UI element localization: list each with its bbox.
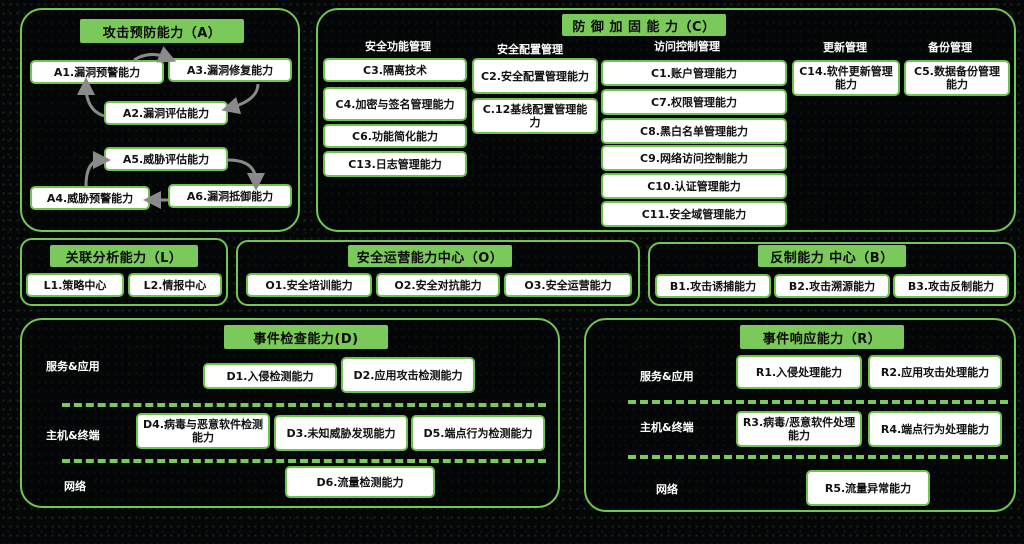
- node-a2[interactable]: A2.漏洞评估能力: [104, 101, 228, 125]
- node-c13[interactable]: C13.日志管理能力: [323, 151, 467, 177]
- node-r1[interactable]: R1.入侵处理能力: [736, 355, 862, 389]
- node-c12[interactable]: C.12基线配置管理能力: [472, 98, 598, 134]
- node-d2[interactable]: D2.应用攻击检测能力: [341, 357, 475, 393]
- row-divider: [62, 403, 546, 407]
- row-divider: [628, 400, 1008, 404]
- node-c7[interactable]: C7.权限管理能力: [601, 89, 787, 115]
- node-r5[interactable]: R5.流量异常能力: [806, 470, 930, 506]
- row-divider: [628, 455, 1008, 459]
- node-c14[interactable]: C14.软件更新管理能力: [792, 60, 900, 96]
- node-a1[interactable]: A1.漏洞预警能力: [30, 60, 164, 84]
- group-label-security-function: 安全功能管理: [365, 40, 431, 53]
- node-o3[interactable]: O3.安全运营能力: [504, 273, 632, 297]
- node-l1[interactable]: L1.策略中心: [26, 273, 124, 297]
- node-c4[interactable]: C4.加密与签名管理能力: [323, 87, 467, 121]
- node-c8[interactable]: C8.黑白名单管理能力: [601, 118, 787, 144]
- node-r4[interactable]: R4.端点行为处理能力: [868, 411, 1002, 447]
- node-c9[interactable]: C9.网络访问控制能力: [601, 145, 787, 171]
- node-r2[interactable]: R2.应用攻击处理能力: [868, 355, 1002, 389]
- panel-title-detection: 事件检查能力(D): [224, 325, 388, 349]
- row-label-service: 服务&应用: [640, 370, 694, 383]
- node-c1[interactable]: C1.账户管理能力: [601, 60, 787, 86]
- node-a5[interactable]: A5.威胁评估能力: [104, 147, 228, 171]
- node-d3[interactable]: D3.未知威胁发现能力: [274, 415, 408, 451]
- panel-title-counter: 反制能力 中心（B）: [758, 245, 906, 267]
- node-r3[interactable]: R3.病毒/恶意软件处理能力: [736, 411, 862, 447]
- group-label-backup: 备份管理: [928, 41, 972, 54]
- row-label-host: 主机&终端: [640, 421, 694, 434]
- panel-title-attack-prevention: 攻击预防能力（A）: [80, 19, 244, 43]
- node-b2[interactable]: B2.攻击溯源能力: [774, 274, 890, 298]
- node-c10[interactable]: C10.认证管理能力: [601, 173, 787, 199]
- node-c6[interactable]: C6.功能简化能力: [323, 124, 467, 148]
- node-c11[interactable]: C11.安全域管理能力: [601, 201, 787, 227]
- panel-title-correlation: 关联分析能力（L）: [50, 245, 198, 267]
- node-l2[interactable]: L2.情报中心: [128, 273, 222, 297]
- panel-title-response: 事件响应能力（R）: [740, 325, 904, 349]
- node-d5[interactable]: D5.端点行为检测能力: [411, 415, 545, 451]
- row-label-network: 网络: [64, 480, 86, 493]
- row-label-host: 主机&终端: [46, 429, 100, 442]
- row-label-service: 服务&应用: [46, 360, 100, 373]
- node-c5[interactable]: C5.数据备份管理能力: [904, 60, 1010, 96]
- node-b3[interactable]: B3.攻击反制能力: [893, 274, 1009, 298]
- group-label-access-control: 访问控制管理: [654, 40, 720, 53]
- node-o1[interactable]: O1.安全培训能力: [246, 273, 372, 297]
- node-a3[interactable]: A3.漏洞修复能力: [168, 58, 292, 82]
- panel-title-operations: 安全运营能力中心（O）: [348, 245, 512, 267]
- row-divider: [62, 459, 546, 463]
- node-a4[interactable]: A4.威胁预警能力: [30, 186, 150, 210]
- group-label-update: 更新管理: [823, 41, 867, 54]
- node-c2[interactable]: C2.安全配置管理能力: [472, 58, 598, 94]
- node-b1[interactable]: B1.攻击诱捕能力: [655, 274, 771, 298]
- node-c3[interactable]: C3.隔离技术: [323, 58, 467, 82]
- node-a6[interactable]: A6.漏洞抵御能力: [168, 184, 292, 208]
- node-d1[interactable]: D1.入侵检测能力: [203, 363, 337, 389]
- group-label-security-config: 安全配置管理: [497, 43, 563, 56]
- node-d4[interactable]: D4.病毒与恶意软件检测能力: [136, 413, 270, 449]
- node-o2[interactable]: O2.安全对抗能力: [376, 273, 500, 297]
- node-d6[interactable]: D6.流量检测能力: [285, 466, 435, 498]
- row-label-network: 网络: [656, 483, 678, 496]
- panel-title-defense-hardening: 防 御 加 固 能 力（C）: [562, 14, 726, 36]
